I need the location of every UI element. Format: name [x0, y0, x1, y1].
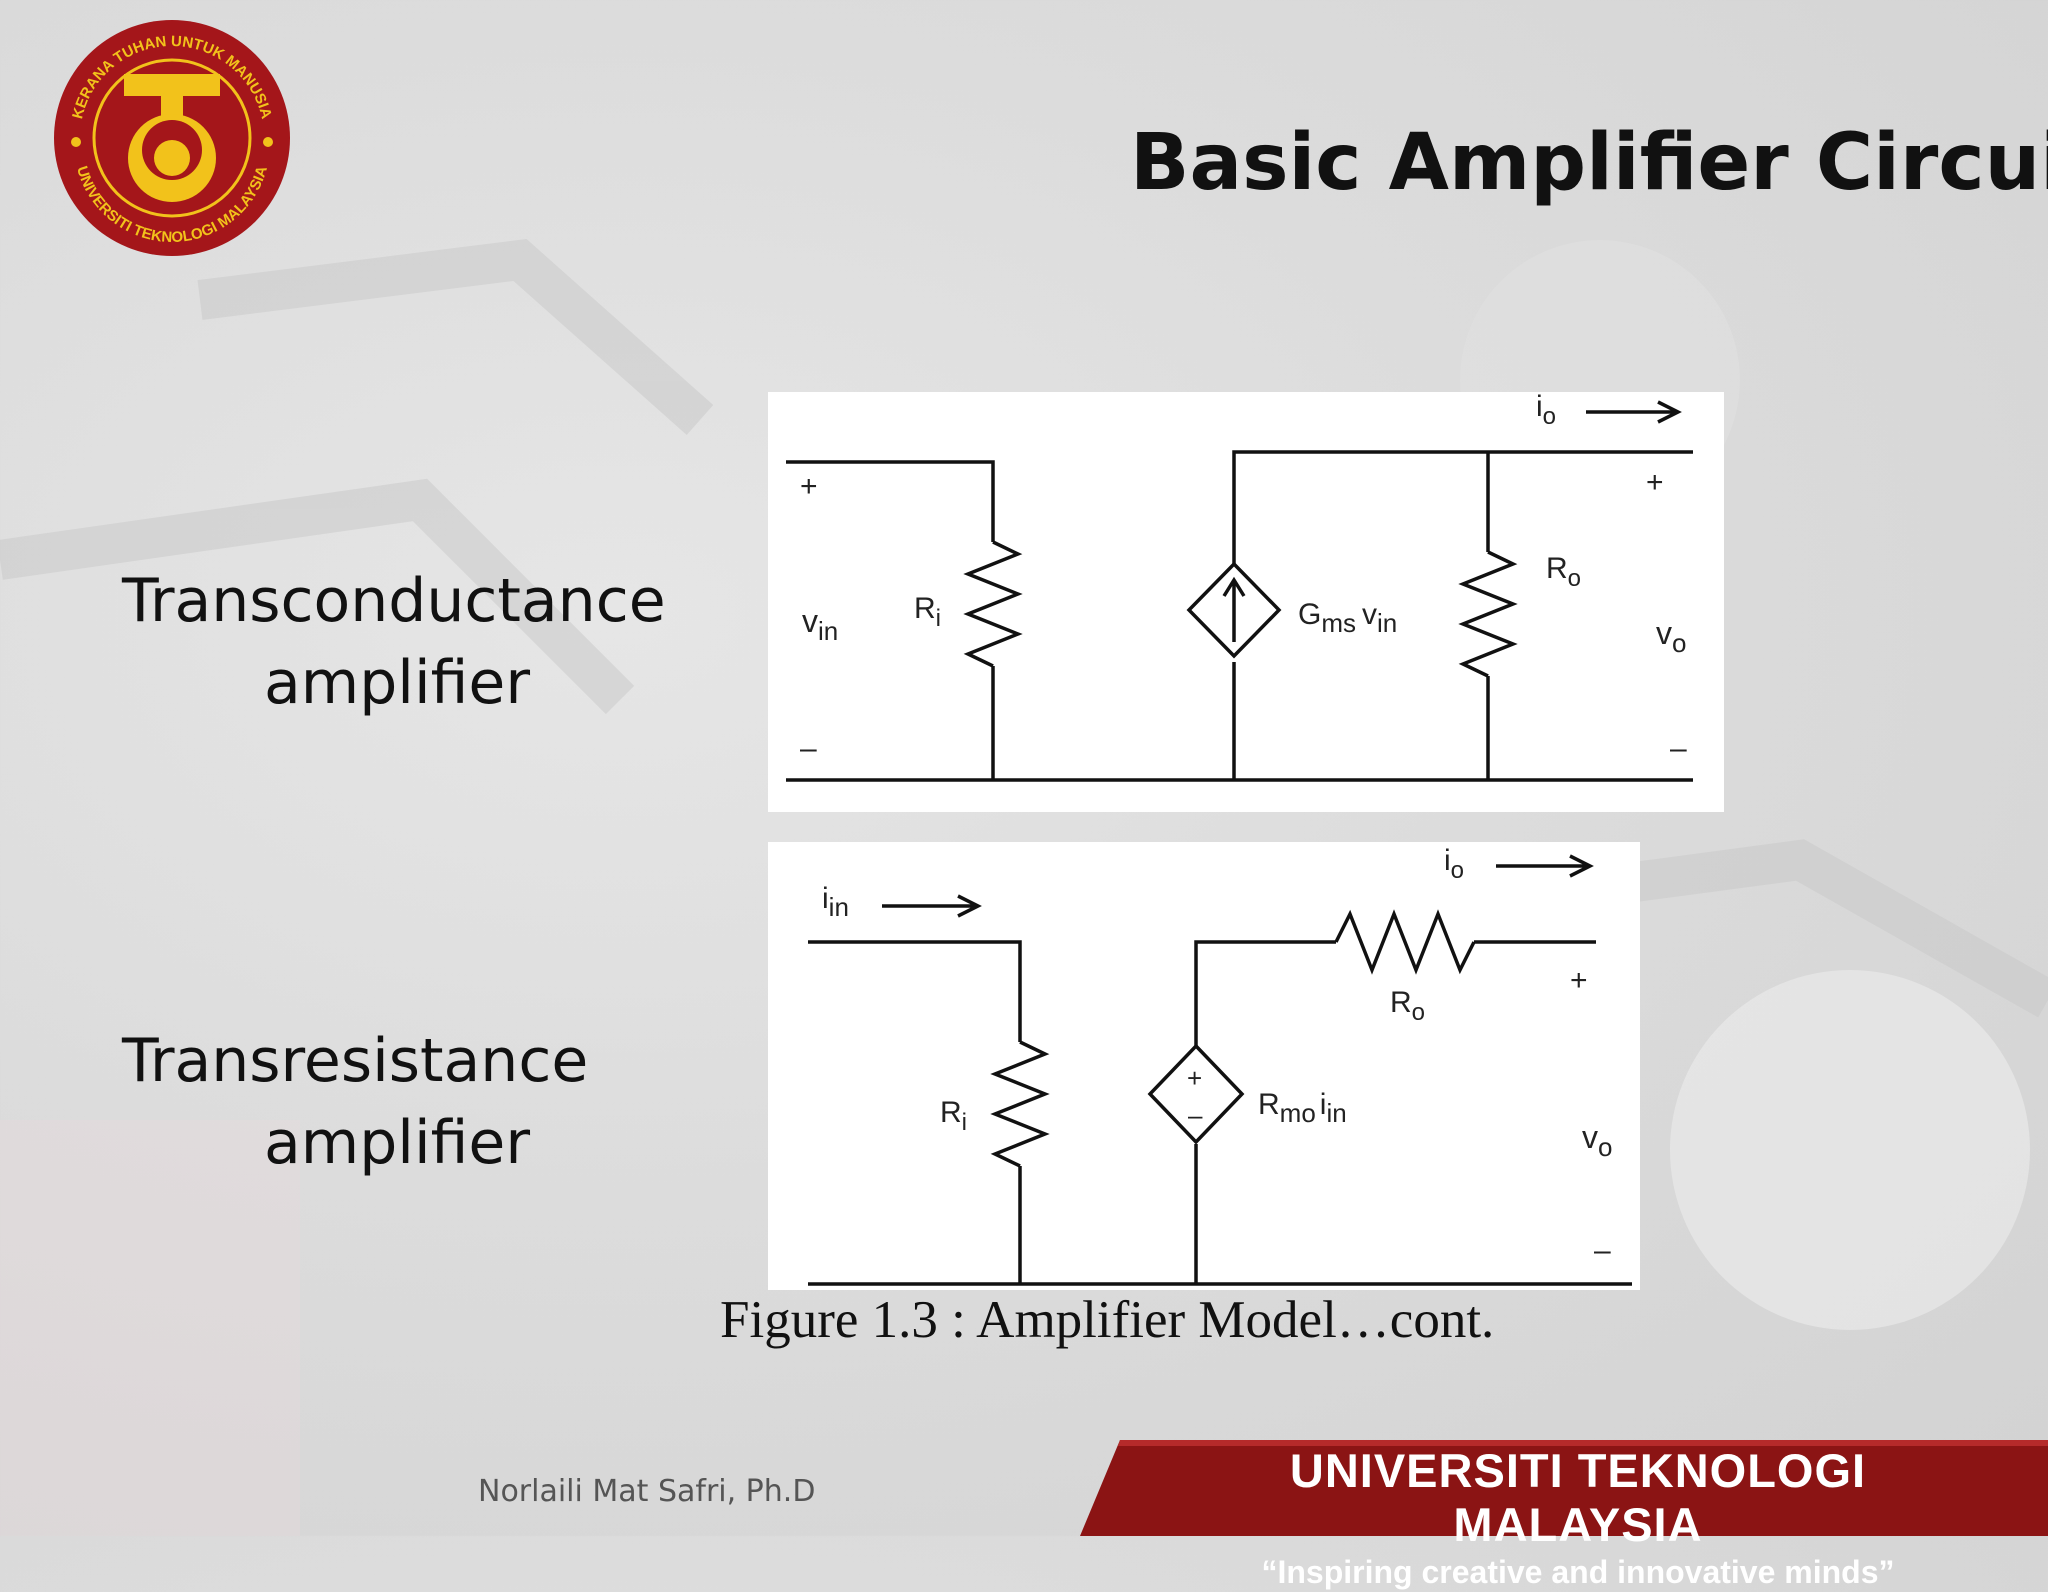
ro-label: Ro: [1390, 986, 1425, 1026]
wire: [1232, 450, 1693, 564]
io-label: io: [1536, 392, 1556, 430]
author-footer: Norlaili Mat Safri, Ph.D: [478, 1474, 816, 1509]
university-banner: [1080, 1440, 2048, 1536]
plus-out: +: [1570, 964, 1588, 997]
label-line: amplifier: [264, 1108, 531, 1178]
arrow-right-icon: [882, 894, 982, 918]
dependent-current-source: [1186, 561, 1282, 659]
ri-label: Ri: [914, 592, 941, 632]
source-plus: +: [1187, 1063, 1202, 1093]
wire: [808, 940, 1022, 1042]
figure-caption: Figure 1.3 : Amplifier Model…cont.: [720, 1291, 1495, 1349]
io-label: io: [1444, 844, 1464, 884]
vin-label: vin: [802, 603, 838, 646]
plus-in: +: [800, 470, 818, 503]
transconductance-label: Transconductance amplifier: [122, 560, 666, 724]
arrow-up-icon: [1222, 576, 1246, 642]
label-line: amplifier: [264, 648, 531, 718]
transresistance-label: Transresistance amplifier: [122, 1020, 588, 1184]
label-line: Transresistance: [122, 1026, 589, 1096]
source-minus: –: [1188, 1100, 1203, 1130]
vo-label: vo: [1582, 1119, 1612, 1162]
iin-label: iin: [822, 882, 849, 922]
ri-label: Ri: [940, 1096, 967, 1136]
ro-label: Ro: [1546, 552, 1581, 592]
resistor-ri: [990, 1040, 1050, 1168]
arrow-right-icon: [1586, 400, 1682, 424]
dependent-voltage-source: [1147, 1043, 1245, 1145]
slide-title: Basic Amplifier Circuit: [1130, 118, 2048, 208]
banner-text: UNIVERSITI TEKNOLOGI MALAYSIA “Inspiring…: [1168, 1444, 1988, 1592]
banner-motto: “Inspiring creative and innovative minds…: [1261, 1554, 1895, 1590]
minus-out: –: [1670, 732, 1687, 765]
plus-out: +: [1646, 466, 1664, 499]
resistor-ri: [963, 540, 1023, 668]
university-seal-icon: KERANA TUHAN UNTUK MANUSIA UNIVERSITI TE…: [54, 20, 290, 256]
resistor-ro: [1458, 550, 1518, 678]
arrow-right-icon: [1496, 854, 1594, 878]
label-line: Transconductance: [122, 566, 666, 636]
vo-label: vo: [1656, 615, 1686, 658]
wire: [786, 460, 995, 542]
resistor-ro: [1334, 909, 1476, 975]
wire: [1194, 940, 1336, 1046]
minus-out: –: [1594, 1234, 1611, 1267]
minus-in: –: [800, 732, 817, 765]
